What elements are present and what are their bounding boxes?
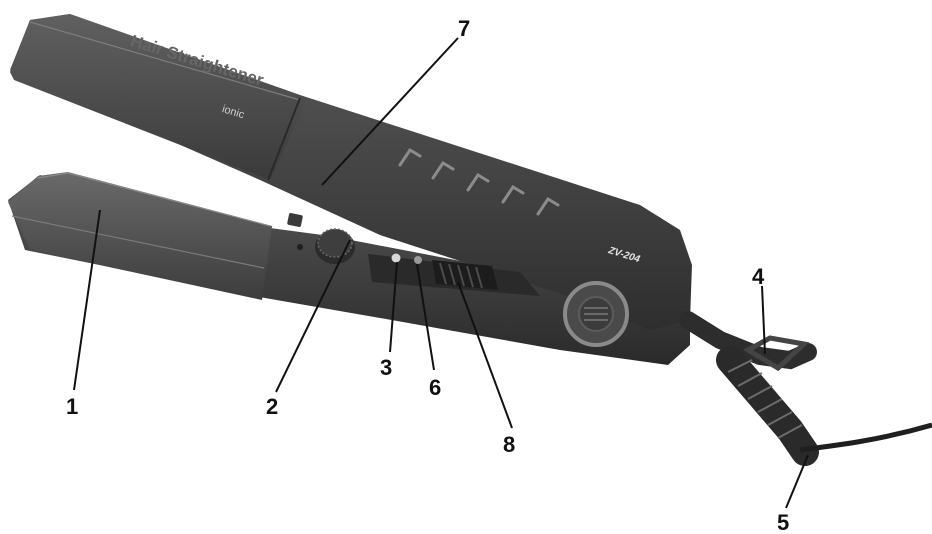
control-panel (368, 253, 540, 296)
callout-4: 4 (752, 264, 765, 289)
power-indicator-lamp (391, 253, 401, 263)
callout-6: 6 (429, 375, 441, 400)
callout-line-3 (389, 261, 398, 353)
callout-3: 3 (380, 355, 392, 380)
lower-arm (8, 172, 690, 365)
callout-2: 2 (266, 394, 278, 419)
power-cord (679, 311, 932, 466)
callout-7: 7 (458, 16, 470, 41)
callout-line-5 (785, 454, 809, 509)
upper-arm (10, 14, 692, 347)
temperature-dial (315, 228, 355, 264)
callout-line-6 (416, 263, 435, 371)
callout-5: 5 (777, 510, 789, 534)
grip-ribs (398, 147, 560, 216)
ion-indicator-lamp (414, 256, 422, 264)
callout-line-2 (275, 239, 351, 393)
callout-line-7 (321, 37, 459, 186)
callout-line-1 (73, 209, 101, 391)
cord-hang-loop (742, 335, 810, 372)
swivel-cord-sleeve (716, 346, 819, 466)
callout-line-4 (761, 285, 766, 355)
callout-8: 8 (503, 432, 515, 457)
upper-plate-cover (10, 14, 308, 180)
callout-line-8 (457, 281, 513, 429)
lock-tab (287, 213, 303, 227)
lower-plate (8, 172, 272, 300)
on-off-switch (432, 260, 498, 290)
callout-1: 1 (66, 394, 78, 419)
callout-lines (73, 37, 809, 509)
